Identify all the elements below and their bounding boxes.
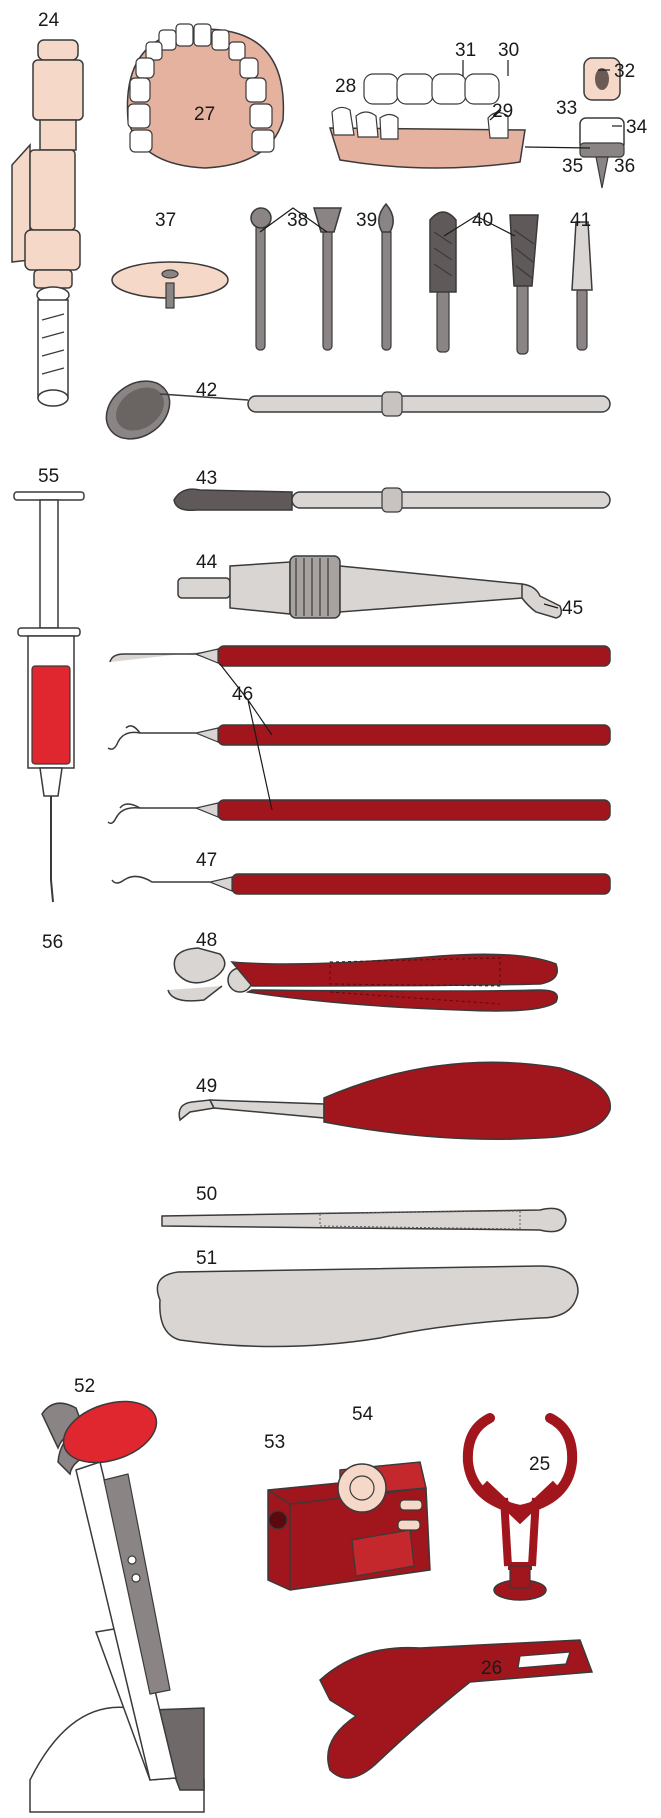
label-35: 35 (562, 156, 583, 177)
label-40: 40 (472, 210, 493, 231)
dental-handpiece (178, 556, 561, 618)
extraction-forceps (168, 948, 557, 1011)
syringe (14, 492, 84, 902)
cartridge-illustration (12, 40, 83, 406)
label-38: 38 (287, 210, 308, 231)
label-43: 43 (196, 468, 217, 489)
label-29: 29 (492, 101, 513, 122)
polishing-disc (112, 262, 228, 308)
label-24: 24 (38, 10, 60, 31)
label-31: 31 (455, 40, 476, 61)
label-47: 47 (196, 850, 217, 871)
serrated-handle-instrument (162, 1208, 566, 1231)
label-34: 34 (626, 117, 648, 138)
label-30: 30 (498, 40, 519, 61)
label-33: 33 (556, 98, 577, 119)
label-51: 51 (196, 1248, 217, 1269)
label-44: 44 (196, 552, 218, 573)
label-28: 28 (335, 76, 356, 97)
matrix-clamp (468, 1418, 572, 1600)
label-36: 36 (614, 156, 635, 177)
label-39: 39 (356, 210, 377, 231)
label-53: 53 (264, 1432, 285, 1453)
dental-elevator (179, 1062, 610, 1139)
label-49: 49 (196, 1076, 217, 1097)
label-42: 42 (196, 380, 217, 401)
label-55: 55 (38, 466, 59, 487)
label-45: 45 (562, 598, 583, 619)
label-25: 25 (529, 1454, 550, 1475)
label-41: 41 (570, 210, 591, 231)
label-50: 50 (196, 1184, 217, 1205)
amalgamator-unit (268, 1462, 430, 1590)
label-37: 37 (155, 210, 176, 231)
red-handled-instruments (108, 646, 610, 894)
label-32: 32 (614, 61, 635, 82)
dental-mirror (95, 369, 610, 451)
label-56: 56 (42, 932, 63, 953)
label-46: 46 (232, 684, 253, 705)
upper-jaw-model (127, 24, 283, 168)
impression-tray (320, 1640, 592, 1778)
label-26: 26 (481, 1658, 502, 1679)
label-27: 27 (194, 104, 215, 125)
cement-spatula (157, 1266, 578, 1347)
condenser-instrument (174, 488, 610, 512)
curing-light (30, 1391, 204, 1812)
label-48: 48 (196, 930, 217, 951)
label-54: 54 (352, 1404, 374, 1425)
label-52: 52 (74, 1376, 95, 1397)
